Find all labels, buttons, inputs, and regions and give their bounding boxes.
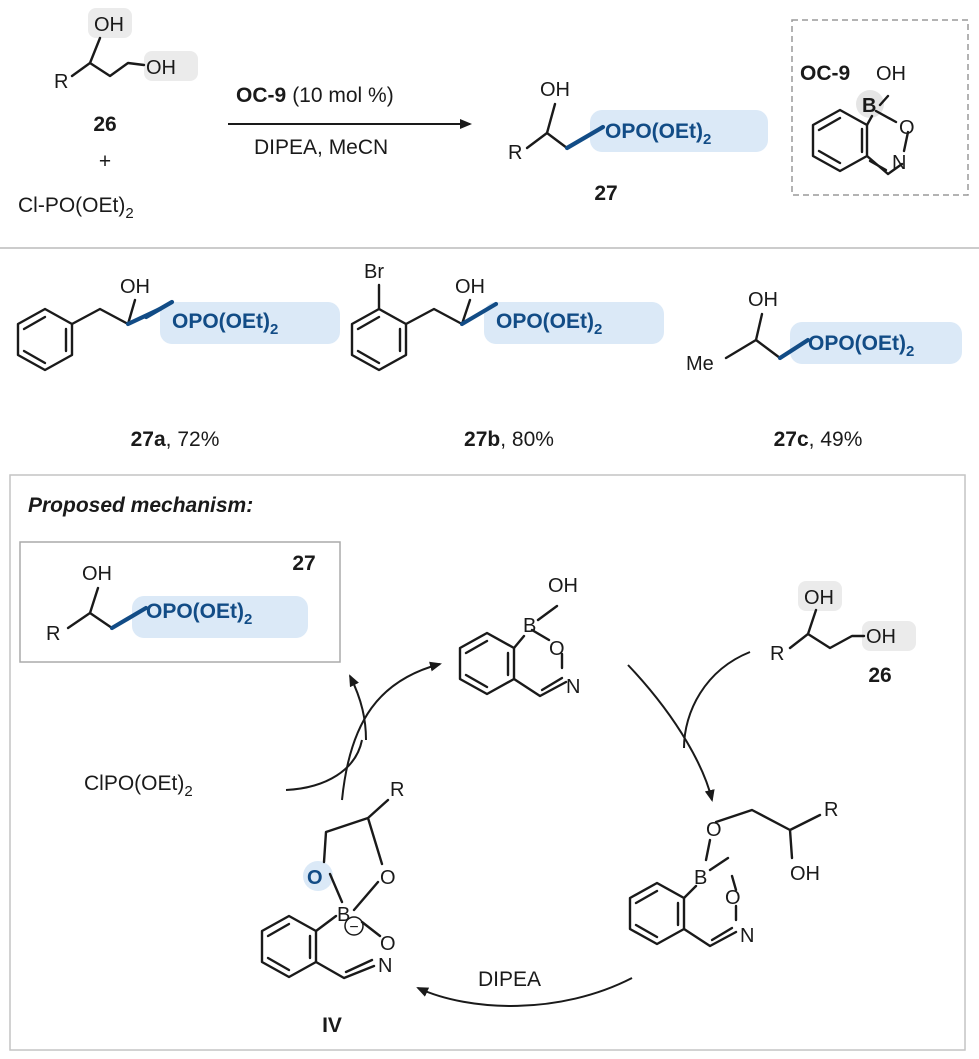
mech-catalyst-o: O xyxy=(549,638,565,660)
cycle-arrow-left xyxy=(341,661,442,801)
mech-iv-o-ring: O xyxy=(380,933,396,955)
cycle-arrow-right xyxy=(627,664,715,802)
mech-diol-r: R xyxy=(770,643,784,665)
mech-catalyst-boron: B xyxy=(523,615,536,637)
mech-intermediate-iv: O B O O N R − IV xyxy=(260,779,404,1037)
mechanism-title: Proposed mechanism: xyxy=(28,494,253,517)
example-27b-label: 27b, 80% xyxy=(464,428,554,451)
mech-base-label: DIPEA xyxy=(478,968,541,991)
catalyst-box-title: OC-9 xyxy=(800,62,850,85)
mech-product-r: R xyxy=(46,623,60,645)
catalyst-oc9-box: OC-9 B OH O N xyxy=(791,19,969,196)
mech-product-label: 27 xyxy=(292,552,315,575)
example-27a-phosphate: OPO(OEt)2 xyxy=(172,310,278,338)
mech-iv-label: IV xyxy=(322,1014,342,1037)
compound-26-label: 26 xyxy=(93,113,116,136)
mech-iv-o-right: O xyxy=(380,867,396,889)
mech-diol-oh-1: OH xyxy=(804,587,834,609)
mech-catalyst-oh: OH xyxy=(548,575,578,597)
example-27a-label: 27a, 72% xyxy=(131,428,220,451)
diol-26-structure: OH OH R xyxy=(54,8,198,93)
diol-r-group: R xyxy=(54,71,68,93)
example-27a-structure: OH OPO(OEt)2 xyxy=(16,276,340,372)
example-27a-oh: OH xyxy=(120,276,150,298)
product-phosphate-group: OPO(OEt)2 xyxy=(605,120,711,148)
mech-boronate-intermediate: B O O N R OH xyxy=(628,799,838,948)
product-27-structure: OH R OPO(OEt)2 xyxy=(508,79,768,164)
diol-oh-1: OH xyxy=(94,14,124,36)
example-27b-oh: OH xyxy=(455,276,485,298)
mech-catalyst-n: N xyxy=(566,676,580,698)
reaction-conditions-text: DIPEA, MeCN xyxy=(254,136,388,159)
mech-diol-label: 26 xyxy=(868,664,891,687)
product-exit-arrow xyxy=(349,674,367,741)
example-27c-oh: OH xyxy=(748,289,778,311)
catalyst-oh: OH xyxy=(876,63,906,85)
mech-boronate-r: R xyxy=(824,799,838,821)
mechanism-frame xyxy=(9,474,966,1051)
example-27c-structure: OH Me OPO(OEt)2 xyxy=(686,289,962,375)
catalyst-boron: B xyxy=(862,95,876,117)
mech-catalyst-structure: B OH O N xyxy=(458,575,580,698)
diol-entry-curve xyxy=(683,651,751,749)
plus-sign: + xyxy=(99,150,111,173)
catalyst-loading: OC-9(10 mol %) xyxy=(236,84,394,107)
mech-boronate-n: N xyxy=(740,925,754,947)
diol-oh-2: OH xyxy=(146,57,176,79)
mech-product-phosphate: OPO(OEt)2 xyxy=(146,600,252,628)
example-27b-br: Br xyxy=(364,261,384,283)
example-27c-label: 27c, 49% xyxy=(774,428,863,451)
mech-diol-oh-2: OH xyxy=(866,626,896,648)
example-27b-structure: Br OH OPO(OEt)2 xyxy=(350,261,664,372)
mech-iv-n: N xyxy=(378,955,392,977)
mech-diol-26: OH OH R 26 xyxy=(770,581,916,687)
mechanism-product-box: OH R OPO(OEt)2 27 xyxy=(19,541,341,663)
reaction-conditions: OC-9(10 mol %) DIPEA, MeCN xyxy=(228,84,472,159)
compound-27-label: 27 xyxy=(594,182,617,205)
catalytic-cycle-arrows xyxy=(285,651,751,1007)
example-27c-phosphate: OPO(OEt)2 xyxy=(808,332,914,360)
catalyst-ring-n: N xyxy=(892,152,906,174)
example-27c-me: Me xyxy=(686,353,714,375)
mech-iv-r: R xyxy=(390,779,404,801)
product-r-group: R xyxy=(508,142,522,164)
reagent-entry-curve xyxy=(285,739,363,791)
mech-reagent-label: ClPO(OEt)2 xyxy=(84,772,193,800)
cycle-arrow-bottom xyxy=(416,977,633,1007)
mech-boronate-o-top: O xyxy=(706,819,722,841)
catalyst-ring-o: O xyxy=(899,117,915,139)
mech-boronate-boron: B xyxy=(694,867,707,889)
mech-iv-o-blue: O xyxy=(307,867,323,889)
chlorophosphate-reagent: Cl-PO(OEt)2 xyxy=(18,194,134,222)
mech-boronate-o-ring: O xyxy=(725,887,741,909)
mech-boronate-oh: OH xyxy=(790,863,820,885)
product-oh: OH xyxy=(540,79,570,101)
mech-product-oh: OH xyxy=(82,563,112,585)
example-27b-phosphate: OPO(OEt)2 xyxy=(496,310,602,338)
mech-iv-negative-charge: − xyxy=(349,919,358,936)
mech-iv-boron: B xyxy=(337,904,350,926)
